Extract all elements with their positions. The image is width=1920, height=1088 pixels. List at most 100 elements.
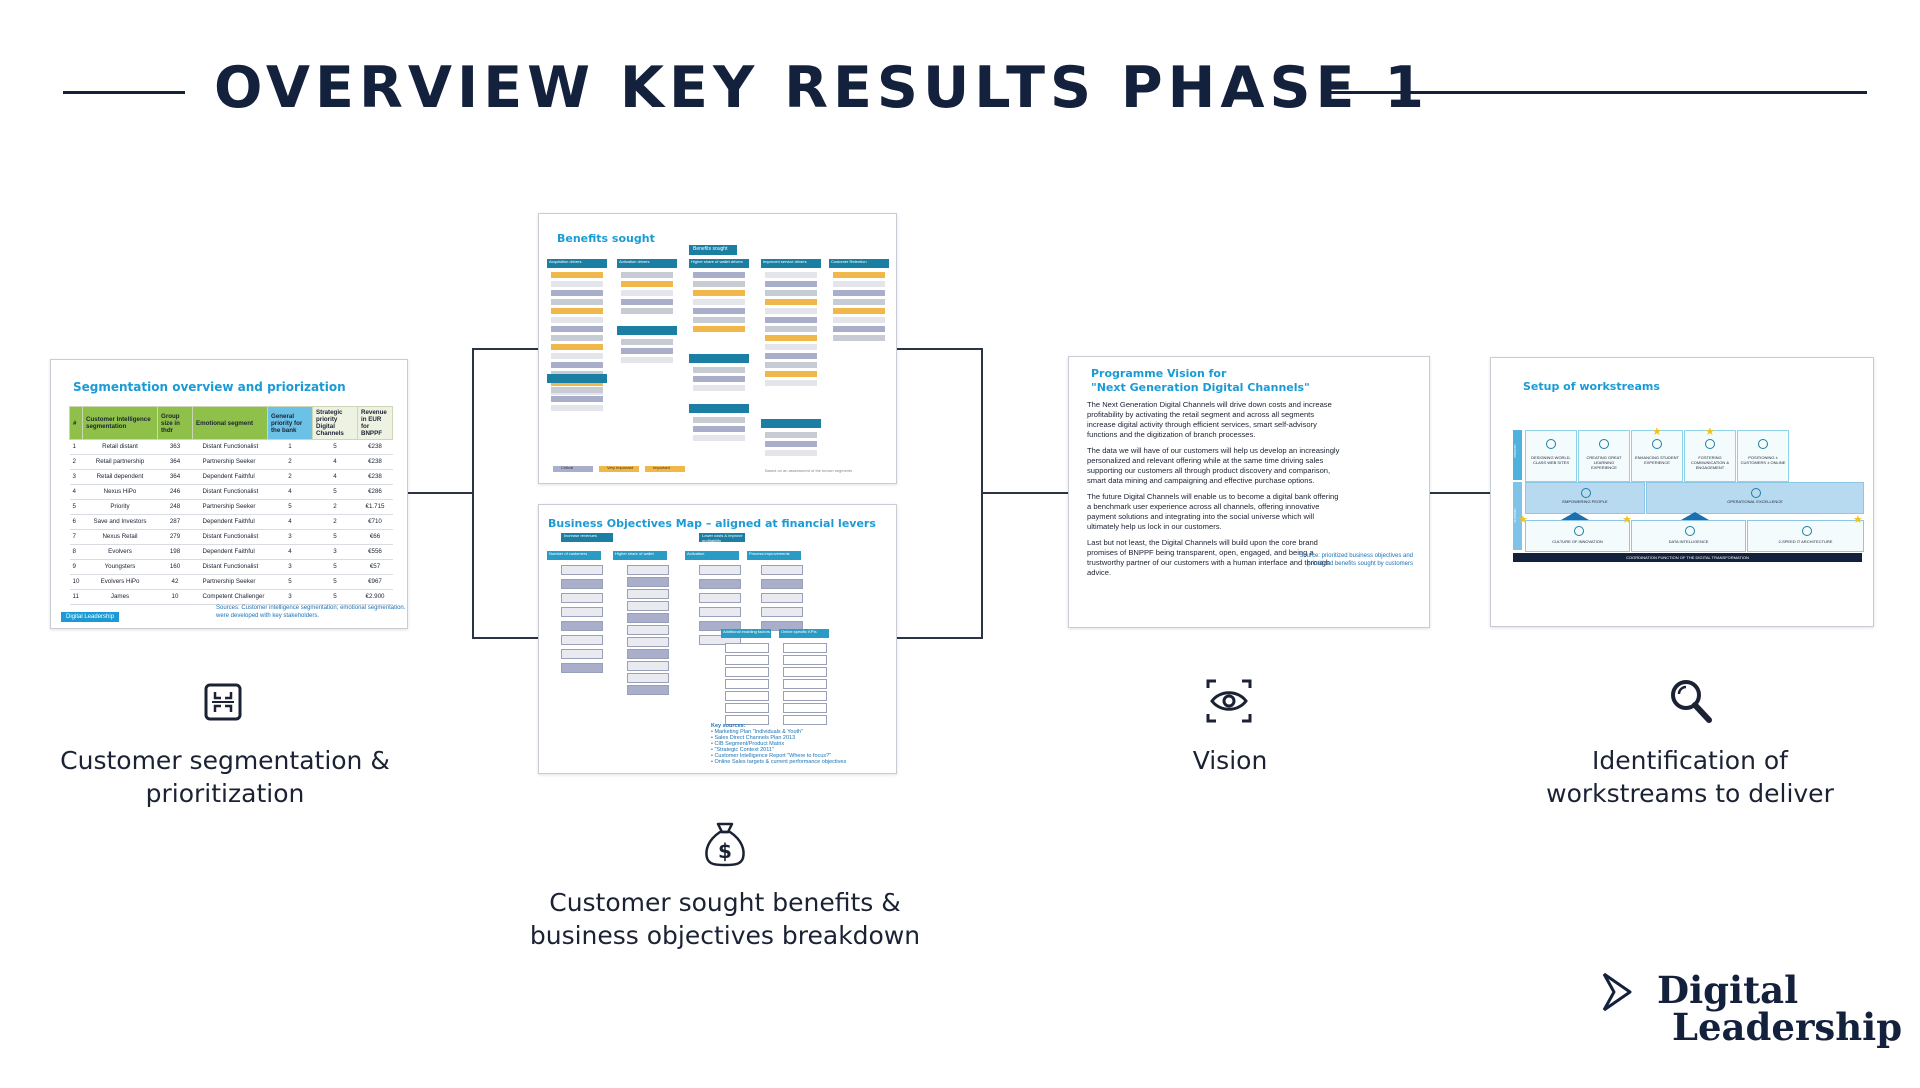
vision-caption: Vision xyxy=(1192,746,1268,775)
benefits-item xyxy=(551,308,603,314)
table-cell: 160 xyxy=(157,559,193,575)
workstream-arrow-icon xyxy=(1681,512,1709,520)
objectives-item xyxy=(699,593,741,603)
objectives-item xyxy=(761,607,803,617)
connector-workstreams-h xyxy=(1428,492,1490,494)
objectives-item xyxy=(561,663,603,673)
table-cell: 3 xyxy=(267,589,313,605)
benefits-item xyxy=(621,348,673,354)
benefits-item xyxy=(765,281,817,287)
workstream-support-label: CULTURE OF INNOVATION xyxy=(1552,539,1603,544)
benefits-item xyxy=(693,376,745,382)
workstreams-side-label: PRIMARY xyxy=(1513,444,1517,458)
benefits-item xyxy=(765,326,817,332)
benefits-item xyxy=(765,344,817,350)
benefits-item xyxy=(693,272,745,278)
objectives-item xyxy=(761,593,803,603)
segmentation-title: Segmentation overview and priorization xyxy=(73,380,346,394)
objectives-item xyxy=(627,589,669,599)
benefits-item xyxy=(833,326,885,332)
table-cell: 4 xyxy=(267,514,313,530)
vision-text: The Next Generation Digital Channels wil… xyxy=(1087,400,1343,584)
table-cell: 2 xyxy=(267,469,313,485)
chevron-logo-icon xyxy=(1602,972,1632,1012)
benefits-item xyxy=(551,405,603,411)
table-cell: 10 xyxy=(69,574,83,590)
benefits-subhead xyxy=(617,326,677,335)
table-cell: €1.715 xyxy=(357,499,393,515)
objectives-kpi-item xyxy=(783,667,827,677)
benefits-item xyxy=(833,308,885,314)
benefits-item xyxy=(551,387,603,393)
objectives-caption: Customer sought benefits & business obje… xyxy=(529,888,921,950)
benefits-item xyxy=(833,290,885,296)
key-source-item: • Marketing Plan "Individuals & Youth" xyxy=(711,729,804,735)
table-header-cell: Group size in thdr xyxy=(157,406,193,440)
workstream-primary-label: FOSTERING COMMUNICATION & ENGAGEMENT xyxy=(1690,455,1730,470)
connector-right-bottom xyxy=(897,637,983,639)
table-cell: 1 xyxy=(69,439,83,455)
objectives-item xyxy=(699,607,741,617)
table-cell: 5 xyxy=(312,559,358,575)
objectives-column-head: Higher share of wallet xyxy=(613,551,667,560)
objectives-column-label: Process improvements xyxy=(749,551,790,556)
table-cell: Distant Functionalist xyxy=(192,529,268,545)
objectives-column-head: Activation xyxy=(685,551,739,560)
table-cell: Partnership Seeker xyxy=(192,499,268,515)
table-cell: 3 xyxy=(267,529,313,545)
key-source-item: • "Strategic Context 2011" xyxy=(711,747,774,753)
table-cell: Dependent Faithful xyxy=(192,469,268,485)
benefits-item xyxy=(551,299,603,305)
table-cell: Evolvers xyxy=(82,544,158,560)
benefits-item xyxy=(765,335,817,341)
objectives-kpi-item xyxy=(725,679,769,689)
benefits-item xyxy=(551,380,603,386)
objectives-item xyxy=(561,607,603,617)
objectives-item xyxy=(627,649,669,659)
table-cell: 4 xyxy=(312,469,358,485)
table-cell: €286 xyxy=(357,484,393,500)
benefits-item xyxy=(765,441,817,447)
table-cell: 8 xyxy=(69,544,83,560)
table-cell: 5 xyxy=(312,484,358,500)
table-cell: Evolvers HiPo xyxy=(82,574,158,590)
workstream-icon xyxy=(1684,526,1695,536)
objectives-column-label: Activation xyxy=(687,551,705,556)
benefits-item xyxy=(551,272,603,278)
table-cell: 5 xyxy=(312,529,358,545)
logo-line2: Leadership xyxy=(1672,1005,1903,1049)
objectives-item xyxy=(627,601,669,611)
objectives-item xyxy=(699,565,741,575)
objectives-kpi-item xyxy=(783,679,827,689)
title-rule-right xyxy=(1321,91,1867,94)
benefits-column-head: Customer Retention xyxy=(829,259,889,268)
benefits-item xyxy=(765,432,817,438)
star-icon: ★ xyxy=(1652,425,1662,438)
table-cell: 5 xyxy=(312,574,358,590)
table-cell: 4 xyxy=(267,484,313,500)
benefits-item xyxy=(833,317,885,323)
table-cell: Nexus Retail xyxy=(82,529,158,545)
workstream-support-label: 2-SPEED IT ARCHITECTURE xyxy=(1778,539,1833,544)
legend-label: Important xyxy=(653,465,670,470)
segmentation-caption: Customer segmentation & prioritization xyxy=(60,746,390,808)
segmentation-tag: Digital Leadership xyxy=(61,612,120,622)
table-cell: 9 xyxy=(69,559,83,575)
table-header-cell: Customer Intelligence segmentation xyxy=(82,406,158,440)
objectives-kpi-item xyxy=(725,643,769,653)
table-cell: 364 xyxy=(157,454,193,470)
objectives-kpi-item xyxy=(783,703,827,713)
objectives-card: Business Objectives Map – aligned at fin… xyxy=(538,504,897,774)
table-header-cell: General priority for the bank xyxy=(267,406,313,440)
objectives-kpi-item xyxy=(725,655,769,665)
benefits-column-head: Higher share of wallet drivers xyxy=(689,259,749,268)
vision-paragraph-2: The data we will have of our customers w… xyxy=(1087,446,1340,485)
connector-right-top xyxy=(897,348,983,350)
objectives-kpi-item xyxy=(783,643,827,653)
benefits-center-tag: Benefits sought xyxy=(689,245,737,255)
benefits-item xyxy=(765,308,817,314)
